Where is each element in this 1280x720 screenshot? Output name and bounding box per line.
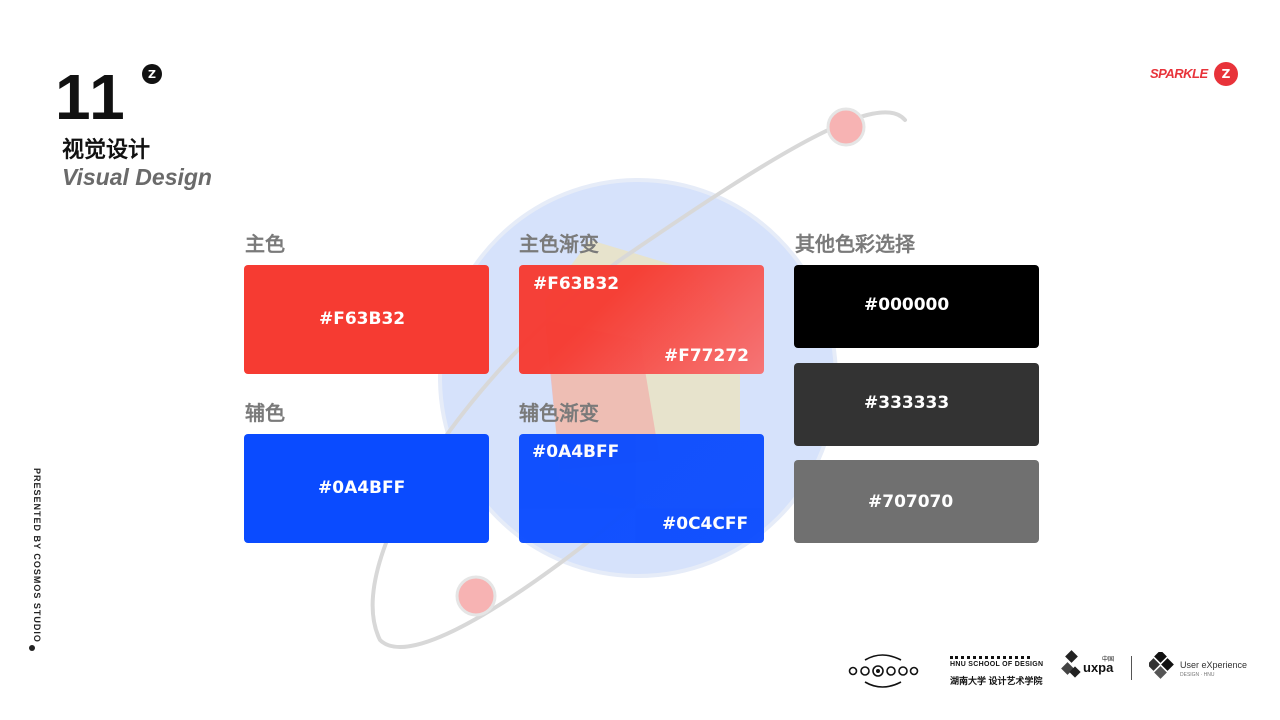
brand-logo-text: SPARKLE xyxy=(1150,66,1208,81)
cosmos-logo-icon xyxy=(848,654,919,688)
swatch-gray: #707070 xyxy=(794,460,1039,543)
label-primary-gradient: 主色渐变 xyxy=(519,232,599,256)
label-secondary-gradient: 辅色渐变 xyxy=(519,401,599,425)
swatch-black: #000000 xyxy=(794,265,1039,348)
swatch-black-hex: #000000 xyxy=(864,295,950,315)
page-title-en: Visual Design xyxy=(62,164,212,190)
ux-logo-line2: DESIGN · HNU xyxy=(1180,672,1215,678)
swatch-primary-hex: #F63B32 xyxy=(319,309,406,329)
uxpa-logo-small: 中国 xyxy=(1102,657,1115,663)
swatch-dark-gray: #333333 xyxy=(794,363,1039,446)
label-other-colors: 其他色彩选择 xyxy=(795,232,915,256)
label-secondary: 辅色 xyxy=(245,401,285,425)
ux-design-logo-icon xyxy=(1149,652,1174,679)
brand-logo-icon: Z xyxy=(1214,62,1238,86)
orbit-moon-bottom xyxy=(455,575,497,617)
swatch-primary-gradient-from: #F63B32 xyxy=(533,274,620,294)
swatch-secondary-hex: #0A4BFF xyxy=(318,478,406,498)
uxpa-logo-text: uxpa xyxy=(1083,660,1114,675)
swatch-primary: #F63B32 xyxy=(244,265,489,374)
section-badge-icon: Z xyxy=(142,64,162,84)
orbit-moon-top xyxy=(826,107,866,147)
swatch-dark-gray-hex: #333333 xyxy=(864,393,950,413)
uxpa-logo-icon xyxy=(1061,650,1081,680)
swatch-primary-gradient-to: #F77272 xyxy=(664,346,749,366)
swatch-secondary-gradient: #0A4BFF #0C4CFF xyxy=(519,434,764,543)
page-title-cn: 视觉设计 xyxy=(62,138,151,163)
hnu-design-logo: HNU SCHOOL OF DESIGN 湖南大学 设计艺术学院 xyxy=(950,656,1043,687)
vertical-credit-text: PRESENTED BY COSMOS STUDIO xyxy=(32,468,42,643)
swatch-secondary: #0A4BFF xyxy=(244,434,489,543)
swatch-secondary-gradient-to: #0C4CFF xyxy=(662,514,749,534)
ux-logo-line1: User eXperience xyxy=(1180,660,1248,670)
swatch-secondary-gradient-from: #0A4BFF xyxy=(532,442,620,462)
label-primary: 主色 xyxy=(245,232,285,256)
logo-divider xyxy=(1131,656,1132,680)
credit-dot-icon xyxy=(29,645,35,651)
hnu-logo-line2: 湖南大学 设计艺术学院 xyxy=(950,676,1043,686)
swatch-primary-gradient: #F63B32 #F77272 xyxy=(519,265,764,374)
section-number: 11 xyxy=(55,61,127,133)
swatch-gray-hex: #707070 xyxy=(868,492,954,512)
hnu-logo-line1: HNU SCHOOL OF DESIGN xyxy=(950,656,1043,668)
